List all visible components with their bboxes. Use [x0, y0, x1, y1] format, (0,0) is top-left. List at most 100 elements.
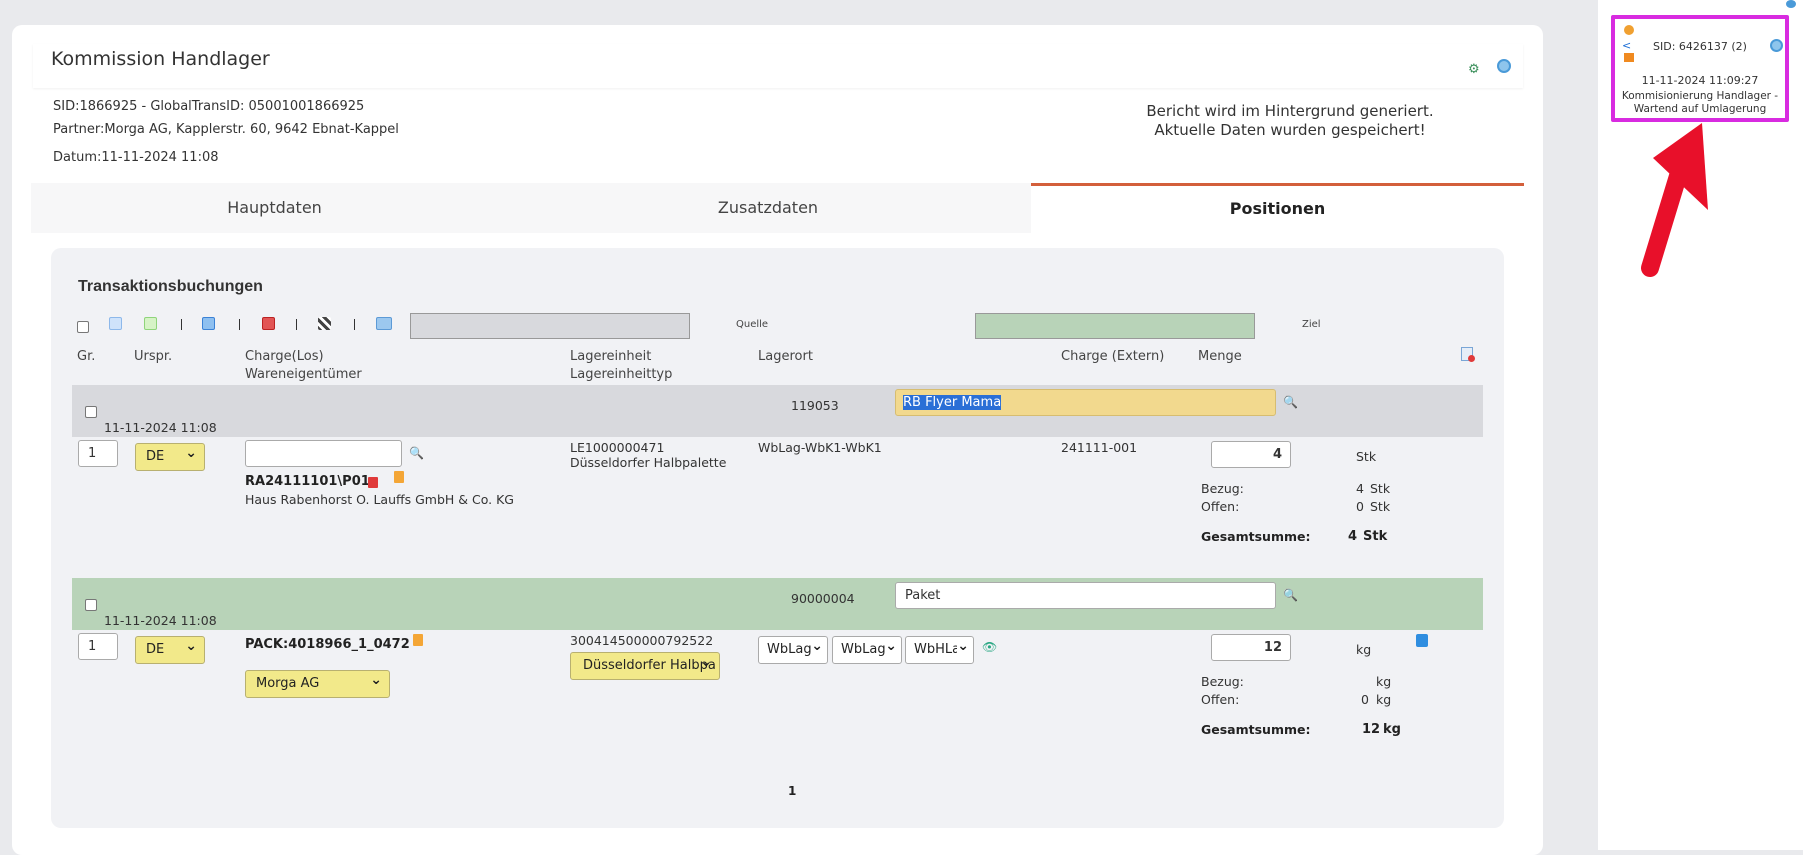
highlight-arrow	[1641, 123, 1708, 277]
offen-unit: kg	[1376, 692, 1392, 707]
gr-input[interactable]: 1	[78, 440, 118, 467]
group-number: 90000004	[791, 591, 855, 606]
copy-icon[interactable]	[202, 317, 215, 330]
quelle-filter[interactable]	[410, 313, 690, 339]
share-icon[interactable]: ⚙	[1468, 62, 1480, 77]
offen-value: 0	[1361, 692, 1369, 707]
pagination-page[interactable]: 1	[788, 784, 797, 798]
notification-datetime: 11-11-2024 11:09:27	[1641, 74, 1759, 87]
col-menge: Menge	[1198, 349, 1242, 364]
note-icon[interactable]	[394, 471, 404, 483]
group-search-value: RB Flyer Mama	[903, 395, 1002, 410]
search-icon[interactable]: 🔍	[1283, 588, 1298, 602]
sid-line: SID:1866925 - GlobalTransID: 05001001866…	[53, 99, 365, 114]
separator	[354, 319, 355, 330]
lagerort-select-1[interactable]: WbLag	[758, 636, 828, 664]
offen-value: 0	[1356, 499, 1364, 514]
user-icon	[1624, 25, 1634, 35]
search-icon[interactable]: 🔍	[1283, 395, 1298, 409]
col-urspr: Urspr.	[134, 349, 173, 364]
group-checkbox[interactable]	[85, 406, 97, 418]
sum-unit: Stk	[1363, 529, 1388, 544]
group-checkbox[interactable]	[85, 599, 97, 611]
urspr-select[interactable]: DE	[135, 633, 205, 664]
panel-title: Transaktionsbuchungen	[78, 278, 263, 295]
clear-columns-icon[interactable]	[1461, 347, 1475, 362]
col-charge-extern: Charge (Extern)	[1061, 349, 1165, 364]
bezug-value: 4	[1356, 481, 1364, 496]
tab-zusatzdaten[interactable]: Zusatzdaten	[717, 198, 819, 217]
finish-flag-icon[interactable]	[318, 317, 331, 330]
group-search-input[interactable]: Paket	[895, 582, 1276, 609]
gr-input[interactable]: 1	[78, 633, 118, 660]
sum-label: Gesamtsumme:	[1201, 722, 1311, 737]
offen-unit: Stk	[1370, 499, 1391, 514]
search-icon[interactable]: 🔍	[409, 446, 424, 460]
share-icon: <	[1622, 39, 1632, 52]
charge-number: RA24111101\P01	[245, 474, 370, 489]
globe-icon[interactable]	[1497, 59, 1511, 73]
col-charge: Charge(Los)	[245, 349, 324, 364]
separator	[239, 319, 240, 330]
col-lagerort: Lagerort	[758, 349, 813, 364]
charge-search-input[interactable]	[245, 440, 402, 467]
col-owner: Wareneigentümer	[245, 367, 362, 382]
menge-input[interactable]: 12	[1211, 634, 1291, 661]
page-title: Kommission Handlager	[51, 48, 270, 70]
select-all-checkbox[interactable]	[77, 321, 89, 333]
lagereinheit: 300414500000792522	[570, 633, 714, 648]
select-icon[interactable]	[109, 317, 122, 330]
lagerort: WbLag-WbK1-WbK1	[758, 440, 882, 455]
tab-hauptdaten[interactable]: Hauptdaten	[227, 198, 322, 217]
separator	[181, 319, 182, 330]
ziel-filter[interactable]	[975, 313, 1255, 339]
note-icon[interactable]	[413, 634, 423, 646]
document-icon[interactable]	[1416, 634, 1428, 647]
offen-label: Offen:	[1201, 692, 1240, 707]
tab-bar: Hauptdaten Zusatzdaten Positionen	[31, 183, 1524, 233]
lagerort-select-2[interactable]: WbLag	[832, 636, 902, 664]
partner-line: Partner:Morga AG, Kapplerstr. 60, 9642 E…	[53, 122, 399, 137]
bezug-unit: Stk	[1370, 481, 1391, 496]
lagereinheittyp-select[interactable]: Düsseldorfer Halbpa	[570, 652, 720, 680]
tab-positionen[interactable]: Positionen	[1031, 183, 1524, 233]
sum-value: 4	[1348, 529, 1358, 544]
group-number: 119053	[791, 398, 839, 413]
menge-unit: kg	[1356, 642, 1372, 657]
delete-icon[interactable]	[368, 477, 378, 488]
header-bar	[33, 44, 1523, 88]
col-lagereinheittyp: Lagereinheittyp	[570, 367, 673, 382]
status-message-line1: Bericht wird im Hintergrund generiert.	[1146, 102, 1434, 120]
delete-icon[interactable]	[262, 317, 275, 330]
urspr-select[interactable]: DE	[135, 440, 205, 471]
ziel-label: Ziel	[1302, 319, 1321, 330]
datum-line: Datum:11-11-2024 11:08	[53, 150, 219, 165]
card-icon[interactable]	[376, 317, 392, 330]
lagereinheit: LE1000000471	[570, 440, 665, 455]
bezug-label: Bezug:	[1201, 674, 1244, 689]
separator	[296, 319, 297, 330]
sum-label: Gesamtsumme:	[1201, 529, 1311, 544]
charge-number: PACK:4018966_1_0472	[245, 637, 410, 652]
globe-icon[interactable]	[1770, 39, 1783, 52]
menge-input[interactable]: 4	[1211, 441, 1291, 468]
owner-name: Haus Rabenhorst O. Lauffs GmbH & Co. KG	[245, 492, 514, 507]
group-search-input[interactable]: RB Flyer Mama	[895, 389, 1276, 416]
owner-select[interactable]: Morga AG	[245, 667, 390, 698]
quelle-label: Quelle	[736, 319, 769, 330]
status-message: Bericht wird im Hintergrund generiert. A…	[1140, 102, 1440, 140]
menge-unit: Stk	[1356, 449, 1377, 464]
eye-icon[interactable]: 👁	[982, 640, 998, 654]
lagerort-select-3[interactable]: WbHLa	[905, 636, 974, 664]
notification-sid: SID: 6426137 (2)	[1653, 40, 1747, 53]
col-lagereinheit: Lagereinheit	[570, 349, 652, 364]
sum-unit: kg	[1383, 722, 1401, 737]
group-date: 11-11-2024 11:08	[104, 613, 217, 628]
sum-value: 12	[1362, 722, 1381, 737]
notification-text: Kommisionierung Handlager - Wartend auf …	[1621, 90, 1779, 115]
bezug-unit: kg	[1376, 674, 1392, 689]
select-green-icon[interactable]	[144, 317, 157, 330]
charge-extern: 241111-001	[1061, 440, 1138, 455]
settings-icon[interactable]	[1786, 0, 1796, 8]
notification-card[interactable]: < SID: 6426137 (2) 11-11-2024 11:09:27 K…	[1611, 15, 1789, 122]
